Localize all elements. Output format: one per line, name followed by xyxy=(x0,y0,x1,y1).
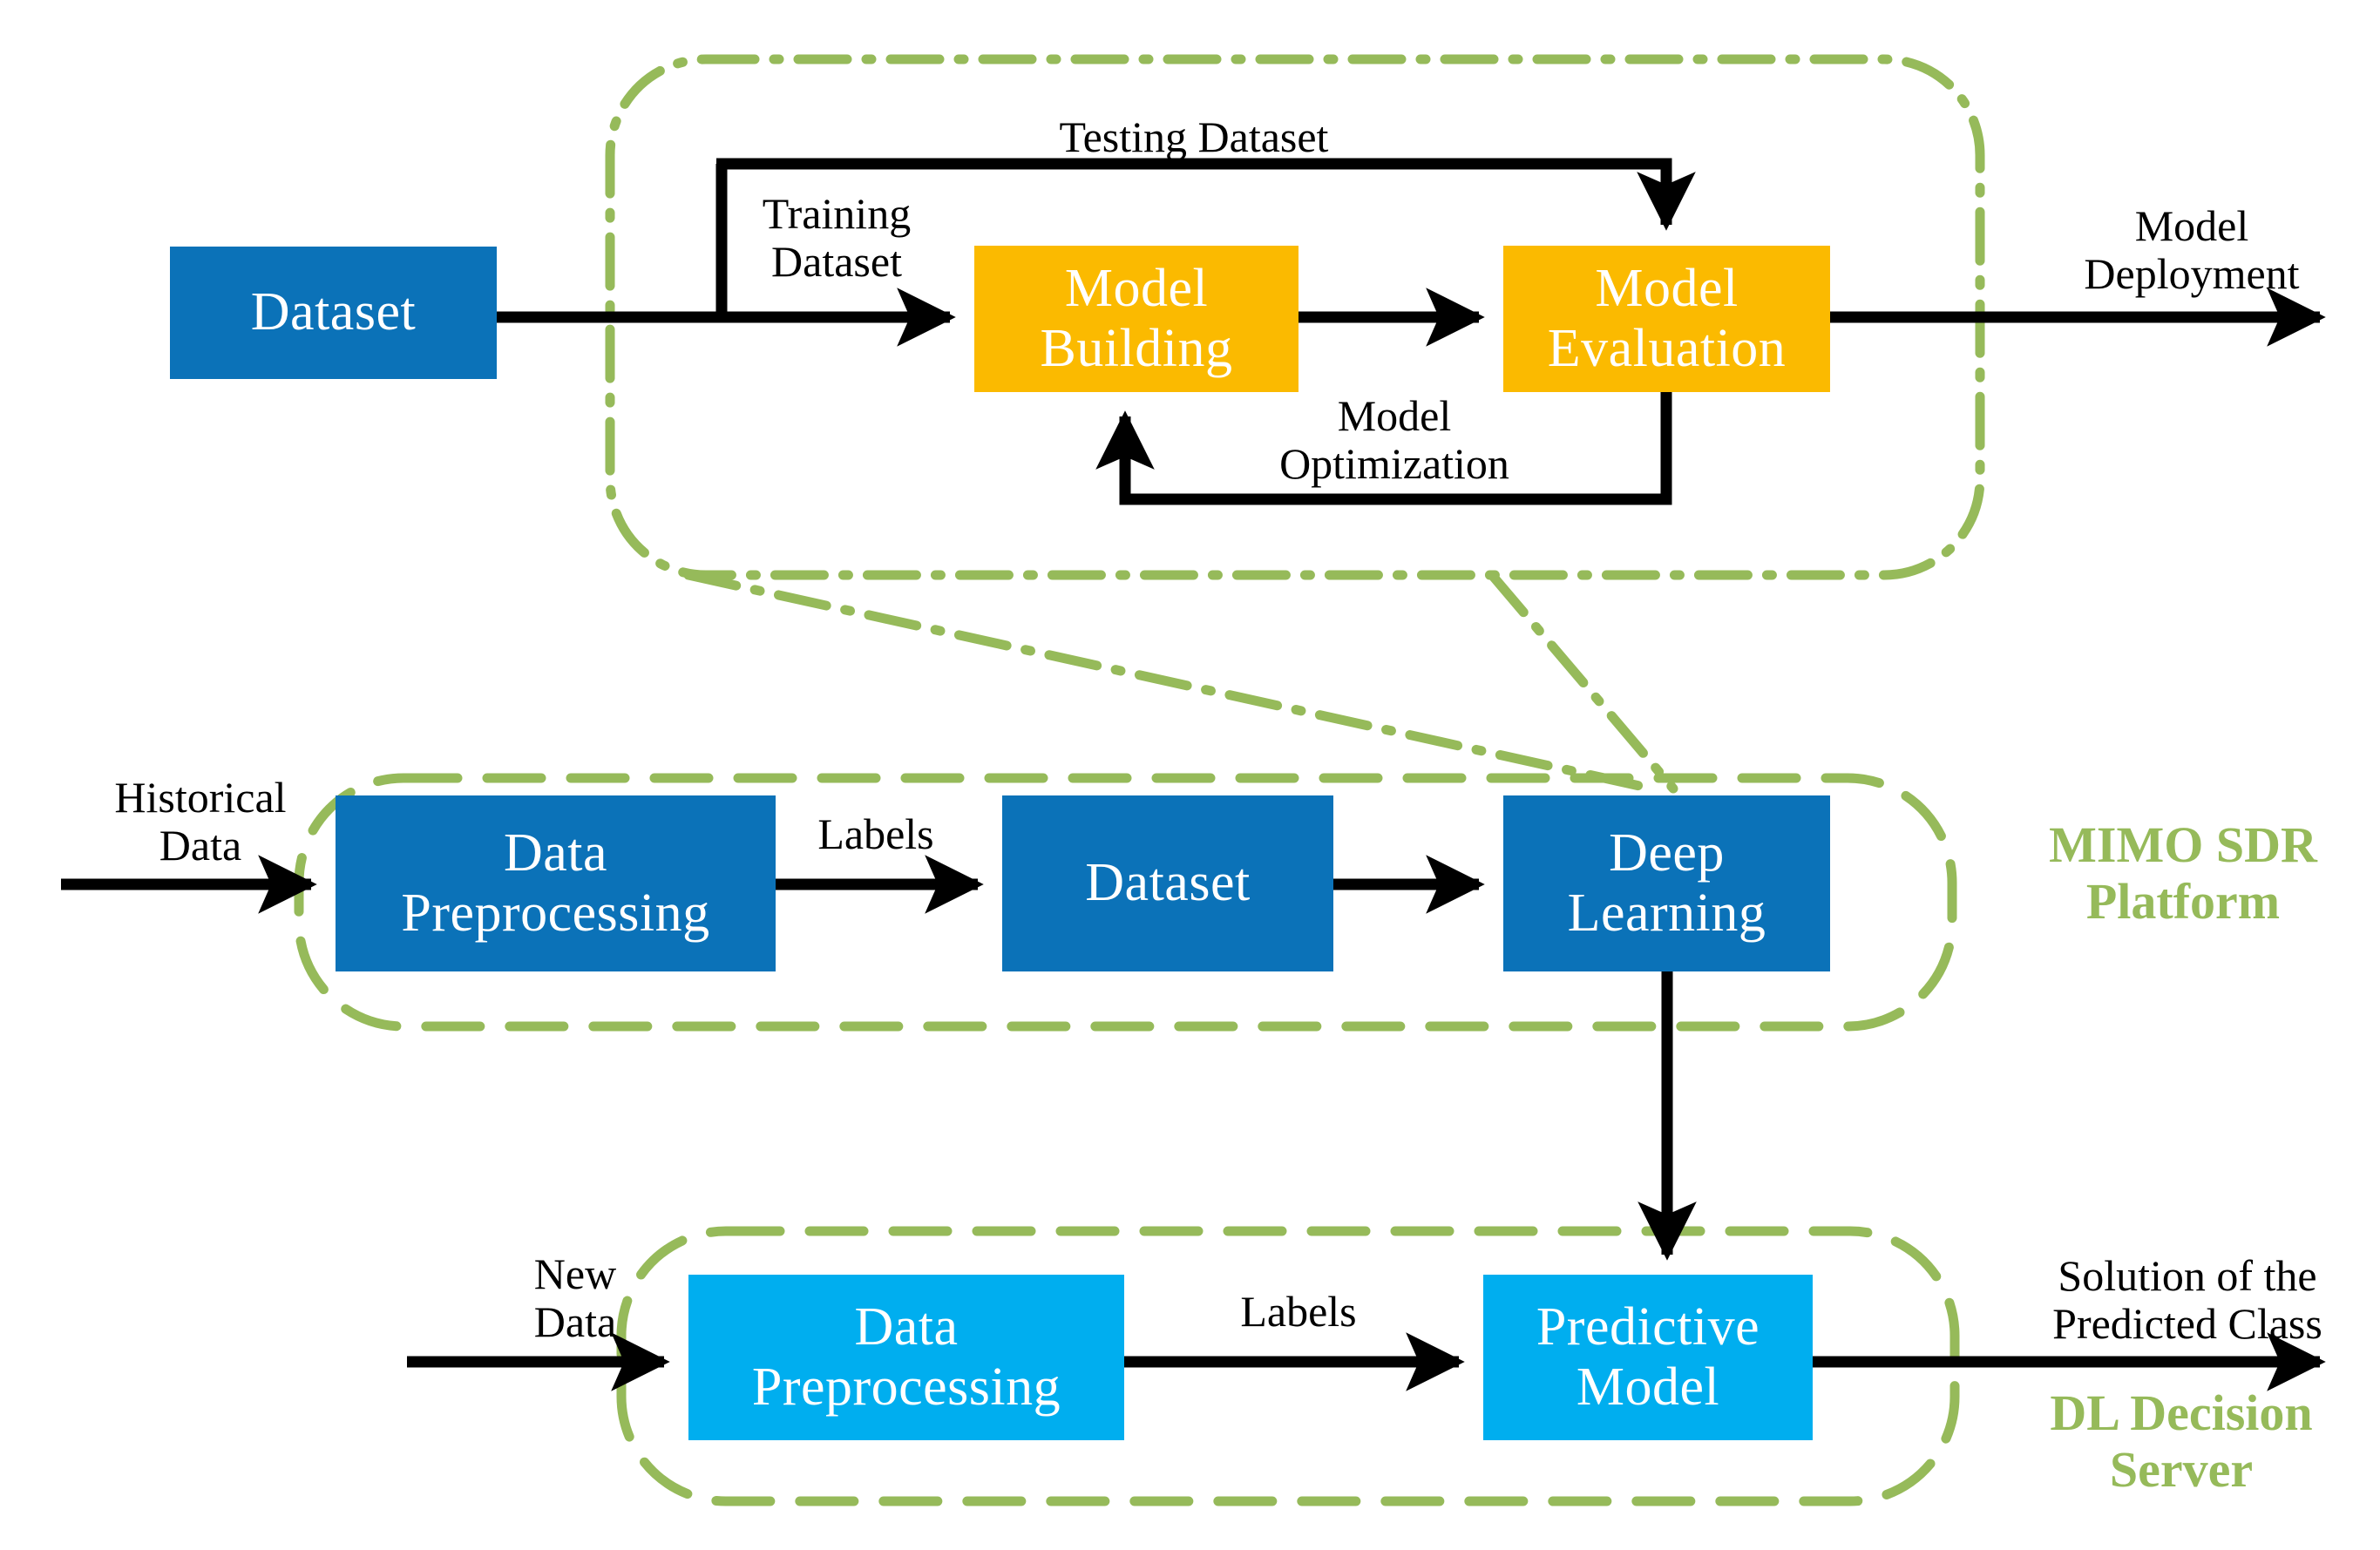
node-label-dataset-middle: Dataset xyxy=(1085,853,1251,913)
arrow-testing-dataset xyxy=(716,158,1696,231)
node-model-building[interactable] xyxy=(974,246,1298,392)
edge-label-new-data: New Data xyxy=(533,1249,617,1346)
node-label-predictive-model: Predictive Model xyxy=(1536,1296,1760,1417)
node-model-evaluation[interactable] xyxy=(1503,246,1830,392)
edge-label-labels-bottom: Labels xyxy=(1240,1287,1357,1336)
node-deep-learning[interactable] xyxy=(1503,795,1830,971)
group-label-mimo-sdr-platform: MIMO SDR Platform xyxy=(2049,816,2317,930)
node-label-data-preprocessing-middle: Data Preprocessing xyxy=(401,822,710,943)
zoom-connector-right xyxy=(1487,570,1678,794)
zoom-connector-left xyxy=(683,570,1657,794)
node-label-model-evaluation: Model Evaluation xyxy=(1547,258,1787,378)
node-dataset-middle[interactable] xyxy=(1002,795,1333,971)
node-data-preprocessing-middle[interactable] xyxy=(336,795,776,971)
edge-label-training-dataset: Training Dataset xyxy=(762,189,912,286)
node-label-dataset-top: Dataset xyxy=(250,282,417,342)
node-dataset-top[interactable] xyxy=(170,247,497,379)
edge-label-testing-dataset: Testing Dataset xyxy=(1059,112,1329,161)
edge-label-solution-predicted-class: Solution of the Predicted Class xyxy=(2052,1251,2322,1348)
edge-label-model-optimization: Model Optimization xyxy=(1279,391,1509,488)
edge-label-labels-middle: Labels xyxy=(817,809,934,858)
node-predictive-model[interactable] xyxy=(1483,1275,1813,1440)
edge-label-model-deployment: Model Deployment xyxy=(2084,201,2300,298)
arrow-model-optimization xyxy=(1095,392,1672,505)
node-label-model-building: Model Building xyxy=(1040,258,1233,378)
group-label-dl-decision-server: DL Decision Server xyxy=(2050,1384,2313,1498)
node-label-data-preprocessing-bottom: Data Preprocessing xyxy=(751,1296,1061,1417)
edge-label-historical-data: Historical Data xyxy=(114,773,287,870)
node-label-deep-learning: Deep Learning xyxy=(1567,822,1766,943)
node-data-preprocessing-bottom[interactable] xyxy=(688,1275,1124,1440)
